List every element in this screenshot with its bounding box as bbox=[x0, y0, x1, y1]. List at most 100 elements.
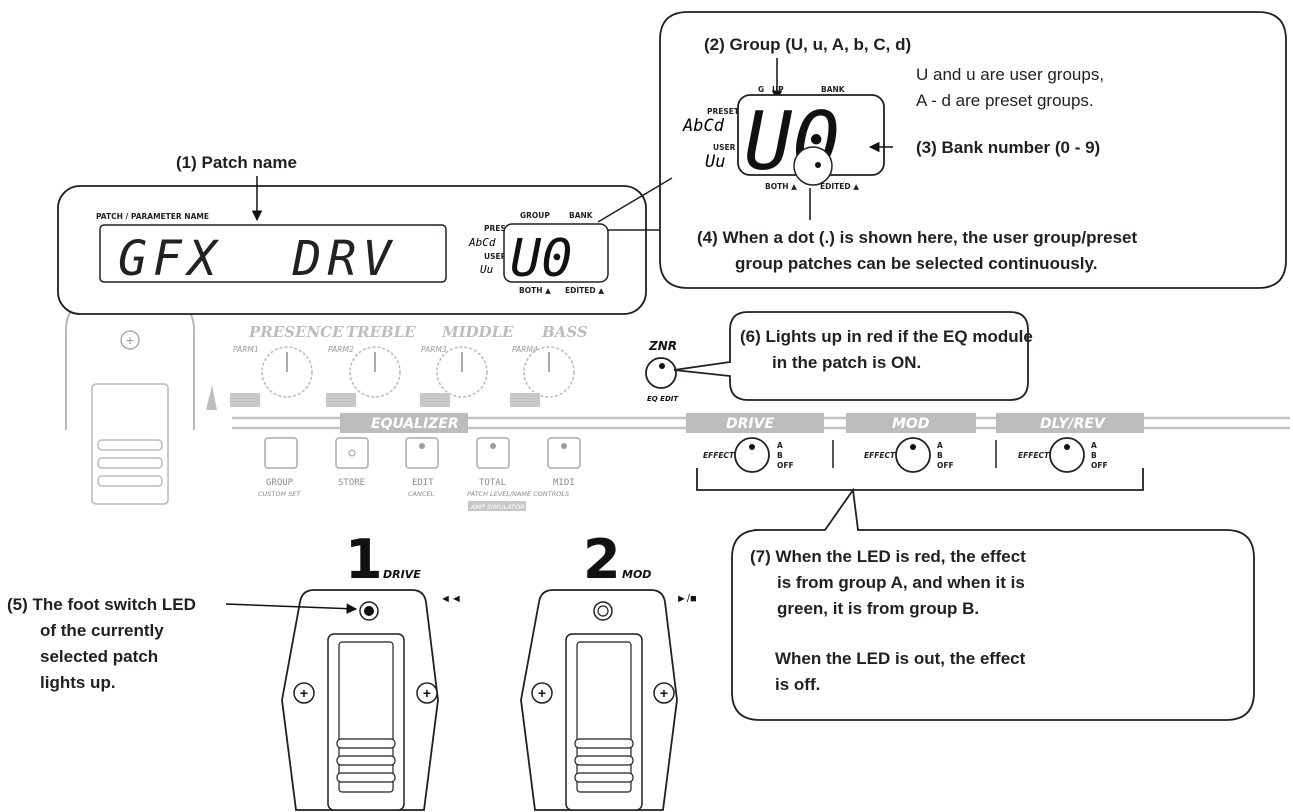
midi-button-label: MIDI bbox=[553, 478, 575, 488]
rewind-icon: ◄◄ bbox=[440, 593, 462, 605]
annotation-effect-led-4: When the LED is out, the effect bbox=[775, 649, 1026, 668]
mod-effect-label: EFFECT bbox=[864, 451, 896, 460]
dlyrev-a: A bbox=[1091, 441, 1097, 450]
footswitch-2[interactable]: 2 MOD ►/■ + + bbox=[520, 528, 697, 811]
svg-text:+: + bbox=[126, 332, 134, 348]
knob-parm-4: PARM4 bbox=[512, 345, 538, 354]
equalizer-bar: EQUALIZER bbox=[232, 413, 1290, 433]
button-row: GROUP CUSTOM SET STORE EDIT CANCEL TOTAL… bbox=[258, 437, 581, 511]
annotation-effect-led-5: is off. bbox=[775, 675, 820, 694]
footswitch-1[interactable]: 1 DRIVE ◄◄ + + bbox=[281, 528, 462, 811]
annotation-group-note-1: U and u are user groups, bbox=[916, 65, 1104, 84]
dlyrev-section-label: DLY/REV bbox=[1040, 416, 1106, 432]
drive-b: B bbox=[777, 451, 783, 460]
annotation-bank-number: (3) Bank number (0 - 9) bbox=[916, 138, 1100, 157]
annotation-footswitch-led-1: (5) The foot switch LED bbox=[7, 595, 196, 614]
knob-sub-tag-4 bbox=[510, 393, 540, 407]
annotation-footswitch-led-3: selected patch bbox=[40, 647, 158, 666]
annotation-effect-led-2: is from group A, and when it is bbox=[777, 573, 1025, 592]
footswitch-2-led bbox=[593, 601, 613, 621]
knob-label-treble: TREBLE bbox=[346, 323, 416, 341]
user-label: USER bbox=[484, 252, 507, 261]
store-button[interactable] bbox=[335, 437, 369, 469]
drive-effect-switch[interactable] bbox=[734, 437, 770, 473]
dlyrev-b: B bbox=[1091, 451, 1097, 460]
total-button-label: TOTAL bbox=[479, 478, 506, 488]
drive-effect-label: EFFECT bbox=[703, 451, 735, 460]
zoom-preset-groups: AbCd bbox=[682, 116, 725, 136]
drive-a: A bbox=[777, 441, 783, 450]
zoom-both-label: BOTH ▲ bbox=[765, 182, 797, 191]
annotation-footswitch-led-4: lights up. bbox=[40, 673, 116, 692]
mod-section-label: MOD bbox=[892, 416, 929, 432]
eq-led-callout bbox=[673, 311, 1029, 401]
annotation-dot-note-2: group patches can be selected continuous… bbox=[735, 254, 1097, 273]
footswitch-2-number: 2 bbox=[583, 528, 621, 591]
edit-button-sub: CANCEL bbox=[408, 490, 434, 498]
mod-a: A bbox=[937, 441, 943, 450]
effect-switches: EFFECT A B OFF EFFECT A B OFF EFFECT A B… bbox=[703, 437, 1108, 473]
knob-label-bass: BASS bbox=[541, 323, 588, 341]
knob-parm-1: PARM1 bbox=[233, 345, 259, 354]
total-button[interactable] bbox=[476, 437, 510, 469]
patch-param-label: PATCH / PARAMETER NAME bbox=[96, 212, 209, 221]
group-button-label: GROUP bbox=[266, 478, 294, 488]
mod-b: B bbox=[937, 451, 943, 460]
screw-icon bbox=[293, 682, 315, 704]
dlyrev-effect-switch[interactable] bbox=[1049, 437, 1085, 473]
zoom-preset-label: PRESET bbox=[707, 107, 740, 116]
footswitch-2-name: MOD bbox=[622, 568, 651, 581]
knob-sub-tag-3 bbox=[420, 393, 450, 407]
knob-sub-tag-2 bbox=[326, 393, 356, 407]
patch-name-lcd bbox=[99, 224, 447, 283]
drive-section-label: DRIVE bbox=[726, 416, 774, 432]
svg-text:+: + bbox=[538, 685, 546, 701]
knob-sub-tag-1 bbox=[230, 393, 260, 407]
both-label: BOTH ▲ bbox=[519, 286, 551, 295]
zoom-bank-label: BANK bbox=[821, 85, 846, 94]
annotation-effect-led-3: green, it is from group B. bbox=[777, 599, 979, 618]
dlyrev-off: OFF bbox=[1091, 461, 1108, 470]
znr-knob[interactable] bbox=[645, 357, 677, 389]
footswitch-1-name: DRIVE bbox=[383, 568, 421, 581]
store-button-label: STORE bbox=[338, 478, 365, 488]
svg-text:+: + bbox=[660, 685, 668, 701]
annotation-dot-note-1: (4) When a dot (.) is shown here, the us… bbox=[697, 228, 1137, 247]
annotation-effect-led-1: (7) When the LED is red, the effect bbox=[750, 547, 1026, 566]
znr-sub-label: EQ EDIT bbox=[647, 395, 679, 403]
edit-button[interactable] bbox=[405, 437, 439, 469]
expression-pedal[interactable]: + bbox=[65, 299, 217, 505]
annotation-footswitch-led-2: of the currently bbox=[40, 621, 164, 640]
preset-groups: AbCd bbox=[468, 236, 496, 249]
annotation-patch-name: (1) Patch name bbox=[176, 153, 297, 172]
znr-label: ZNR bbox=[648, 339, 677, 353]
group-label: GROUP bbox=[520, 211, 550, 220]
group-button-sub: CUSTOM SET bbox=[258, 490, 301, 498]
screw-icon bbox=[416, 682, 438, 704]
dot-indicator bbox=[793, 146, 833, 186]
zoom-edited-label: EDITED ▲ bbox=[820, 182, 859, 191]
annotation-group-note-2: A - d are preset groups. bbox=[916, 91, 1094, 110]
knob-label-middle: MIDDLE bbox=[441, 323, 514, 341]
screw-icon bbox=[653, 682, 675, 704]
bank-label: BANK bbox=[569, 211, 594, 220]
screw-icon bbox=[531, 682, 553, 704]
knob-parm-2: PARM2 bbox=[328, 345, 354, 354]
zoom-user-label: USER bbox=[713, 143, 736, 152]
mod-off: OFF bbox=[937, 461, 954, 470]
edited-label: EDITED ▲ bbox=[565, 286, 604, 295]
group-button[interactable] bbox=[264, 437, 298, 469]
effect-led-callout bbox=[731, 487, 1255, 721]
mod-effect-switch[interactable] bbox=[895, 437, 931, 473]
annotation-eq-led-1: (6) Lights up in red if the EQ module bbox=[740, 327, 1033, 346]
annotation-eq-led-2: in the patch is ON. bbox=[772, 353, 921, 372]
preset-label: PRESET bbox=[484, 224, 517, 233]
amp-simulator-label: AMP SIMULATOR bbox=[470, 503, 525, 511]
midi-button[interactable] bbox=[547, 437, 581, 469]
bank-lcd bbox=[503, 223, 609, 283]
edit-button-label: EDIT bbox=[412, 478, 434, 488]
knob-parm-3: PARM3 bbox=[421, 345, 447, 354]
zoom-user-groups: Uu bbox=[705, 152, 725, 172]
zoom-callout bbox=[659, 11, 1287, 289]
annotation-group: (2) Group (U, u, A, b, C, d) bbox=[704, 35, 911, 54]
